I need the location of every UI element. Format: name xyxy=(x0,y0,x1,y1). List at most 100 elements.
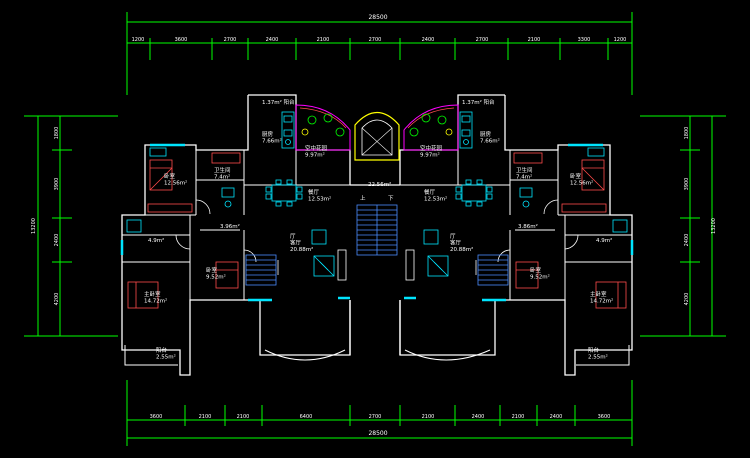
bottom-dim-1: 3600 xyxy=(150,414,163,420)
bottom-dim-8: 2100 xyxy=(512,414,525,420)
bed-master-left xyxy=(127,281,159,309)
bed-top-left xyxy=(149,159,173,191)
label-line: 9.52m² xyxy=(206,274,226,281)
left-dim-3: 2400 xyxy=(54,234,60,247)
label-hall-left: 3.96m² xyxy=(220,223,240,230)
label-line: 12.53m² xyxy=(308,196,331,203)
dining-table-right xyxy=(455,179,493,207)
left-dim-2: 3900 xyxy=(54,178,60,191)
left-segment-labels: 1800 3900 2400 4200 xyxy=(54,127,60,306)
label-line: 7.66m² xyxy=(262,138,282,145)
bottom-segment-labels: 3600 2100 2100 6400 2700 2100 2400 2100 … xyxy=(150,414,611,420)
bottom-dim-2: 2100 xyxy=(199,414,212,420)
bottom-dim-6: 2100 xyxy=(422,414,435,420)
top-dim-5: 2100 xyxy=(317,37,330,43)
label-corridor-center: 22.56m² xyxy=(368,181,391,188)
bottom-dim-10: 3600 xyxy=(598,414,611,420)
label-line: 12.56m² xyxy=(164,180,187,187)
label-line: 12.56m² xyxy=(570,180,593,187)
left-total-dim: 13200 xyxy=(31,218,37,234)
wardrobes xyxy=(147,152,607,213)
label-line: 14.72m² xyxy=(144,298,167,305)
bed-master-right xyxy=(595,281,627,309)
label-line: 12.53m² xyxy=(424,196,447,203)
garden-left xyxy=(295,104,351,151)
label-line: 9.97m² xyxy=(305,152,325,159)
central-stair xyxy=(356,204,398,256)
label-line: 7.4m² xyxy=(516,174,532,181)
top-dimension-block xyxy=(126,12,633,95)
label-line: 2.55m² xyxy=(156,354,176,361)
label-line: 7.66m² xyxy=(480,138,500,145)
right-segment-labels: 1800 3900 2400 4200 xyxy=(684,127,690,306)
label-storage-left: 4.9m² xyxy=(148,237,164,244)
right-dim-1: 1800 xyxy=(684,127,690,140)
label-balcony-top-left: 1.37m² 阳台 xyxy=(262,98,295,106)
label-line: 7.4m² xyxy=(214,174,230,181)
label-balcony-top-right: 1.37m² 阳台 xyxy=(462,98,495,106)
top-dim-7: 2400 xyxy=(422,37,435,43)
right-dim-4: 4200 xyxy=(684,293,690,306)
label-hall-right: 3.86m² xyxy=(518,223,538,230)
stair-left xyxy=(245,254,277,286)
kitchen-left-fixtures xyxy=(281,111,295,149)
top-dim-11: 1200 xyxy=(614,37,627,43)
left-dimension-block xyxy=(24,115,118,337)
top-dim-6: 2700 xyxy=(369,37,382,43)
label-stair-up: 上 xyxy=(360,194,366,202)
label-line: 客厅 xyxy=(450,239,462,247)
center-arch xyxy=(354,111,400,161)
left-dim-1: 1800 xyxy=(54,127,60,140)
label-stair-down: 下 xyxy=(388,195,394,202)
right-dim-2: 3900 xyxy=(684,178,690,191)
label-line: 20.88m² xyxy=(290,246,313,253)
top-total-dim: 28500 xyxy=(368,14,387,21)
label-line: 9.52m² xyxy=(530,274,550,281)
top-dim-1: 1200 xyxy=(132,37,145,43)
bottom-dimension-block xyxy=(126,380,633,446)
kitchen-right-fixtures xyxy=(459,111,473,149)
bottom-dim-4: 6400 xyxy=(300,414,313,420)
label-line: 9.97m² xyxy=(420,152,440,159)
label-line: 2.55m² xyxy=(588,354,608,361)
bath-fixtures xyxy=(126,147,628,233)
bed-mid-right xyxy=(515,261,539,289)
right-total-dim: 13200 xyxy=(711,218,717,234)
bed-top-right xyxy=(581,159,605,191)
top-dim-8: 2700 xyxy=(476,37,489,43)
top-dim-10: 3300 xyxy=(578,37,591,43)
top-dim-3: 2700 xyxy=(224,37,237,43)
bottom-dim-3: 2100 xyxy=(237,414,250,420)
bottom-dim-9: 2400 xyxy=(550,414,563,420)
top-dim-9: 2100 xyxy=(528,37,541,43)
top-dim-2: 3600 xyxy=(175,37,188,43)
bed-mid-left xyxy=(215,261,239,289)
bottom-total-dim: 28500 xyxy=(368,430,387,437)
window-marks xyxy=(120,143,634,302)
bottom-balcony-curves xyxy=(124,345,630,366)
label-line: 14.72m² xyxy=(590,298,613,305)
right-dimension-block xyxy=(640,115,726,337)
label-line: 客厅 xyxy=(290,239,302,247)
living-left-furniture xyxy=(277,229,347,281)
top-segment-labels: 1200 3600 2700 2400 2100 2700 2400 2700 … xyxy=(132,37,627,43)
interior-walls xyxy=(122,150,632,300)
living-right-furniture xyxy=(405,229,477,281)
door-swings xyxy=(175,199,579,263)
